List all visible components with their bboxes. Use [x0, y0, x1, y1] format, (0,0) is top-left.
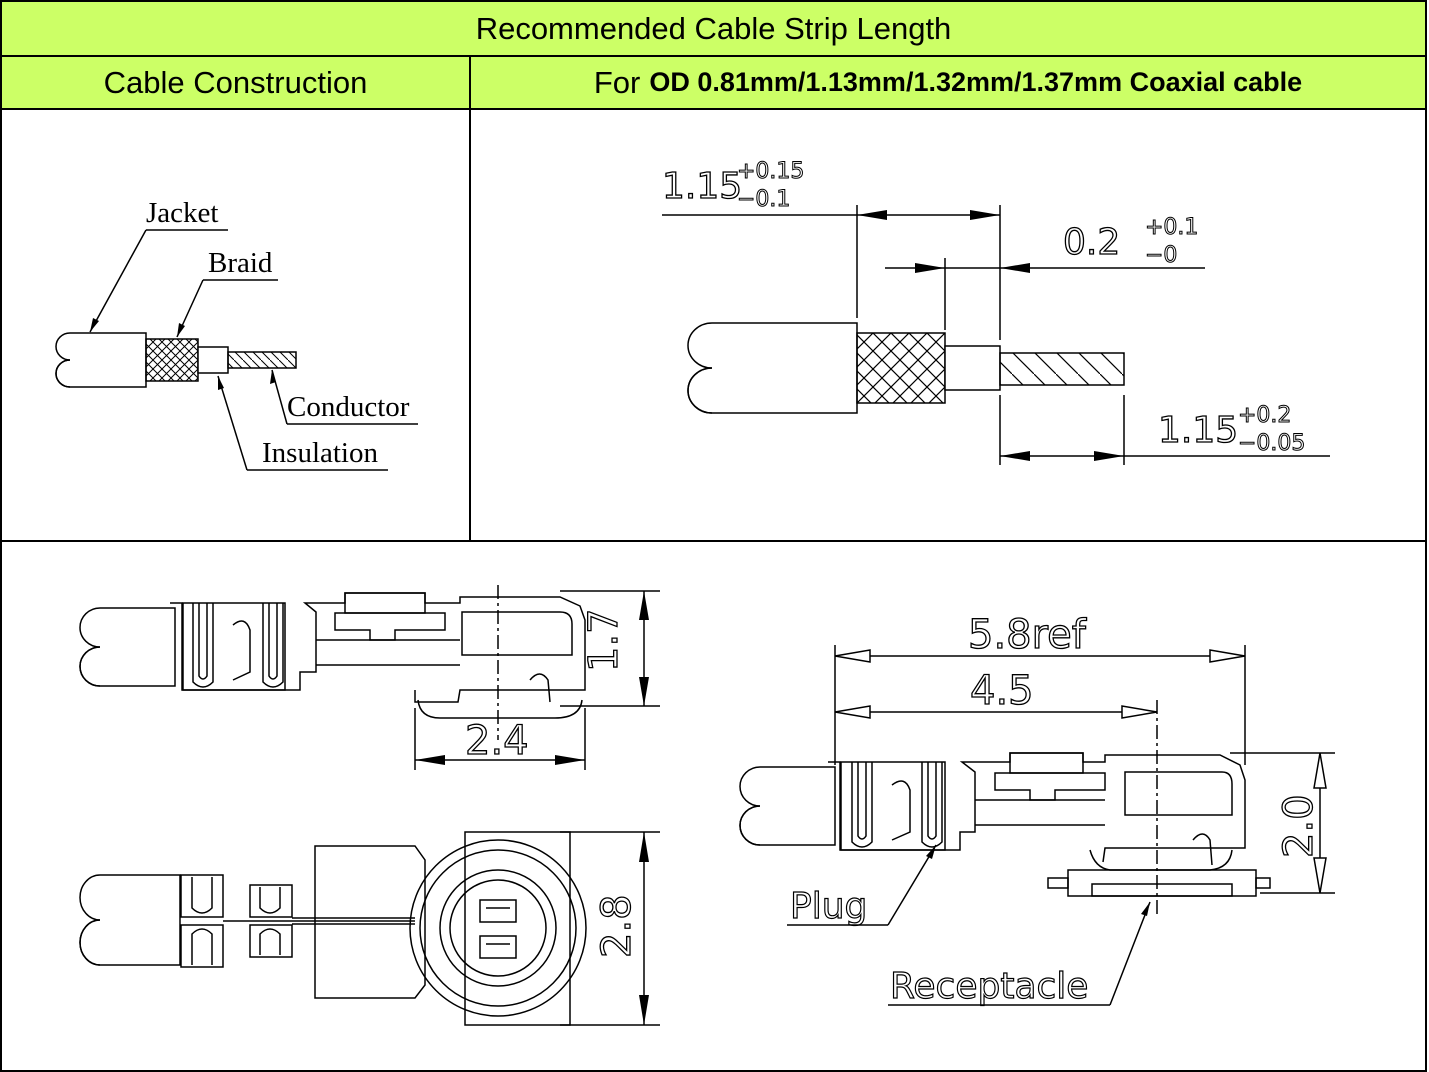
plug-top-view: [79, 831, 660, 1026]
side-width-dim: 2.4: [465, 718, 529, 764]
mated-assembly-view: [739, 645, 1335, 1006]
cable-spec-prefix: For: [593, 64, 641, 100]
conductor-strip-tol-plus: +0.2: [1238, 403, 1291, 428]
braid-strip-length: 0.2: [1063, 222, 1120, 263]
cable-spec-od: OD 0.81mm/1.13mm/1.32mm/1.37mm Coaxial c…: [649, 67, 1303, 97]
mated-arrowheads: [834, 649, 1327, 894]
cable-construction-diagram: [55, 229, 418, 471]
label-receptacle: Receptacle: [890, 966, 1088, 1007]
label-plug: Plug: [790, 886, 867, 927]
label-braid: Braid: [208, 247, 273, 279]
jacket-strip-length: 1.15: [662, 166, 742, 207]
top-width-dim: 2.8: [594, 894, 640, 958]
strip-arrowheads: [857, 210, 1124, 461]
label-jacket: Jacket: [146, 197, 218, 229]
strip-length-diagram: [662, 205, 1330, 465]
col-header-construction: Cable Construction: [2, 57, 469, 108]
braid-strip-tol-minus: −0: [1145, 243, 1177, 268]
table-title: Recommended Cable Strip Length: [2, 2, 1425, 55]
conductor-strip-tol-minus: −0.05: [1238, 431, 1305, 456]
mated-height-dim: 2.0: [1276, 794, 1322, 858]
plug-side-view: [79, 585, 660, 770]
braid-strip-tol-plus: +0.1: [1145, 215, 1198, 240]
jacket-strip-tol-plus: +0.15: [737, 159, 804, 184]
col-header-cable-spec: For OD 0.81mm/1.13mm/1.32mm/1.37mm Coaxia…: [471, 57, 1425, 108]
overall-ref-dim: 5.8ref: [968, 612, 1087, 658]
jacket-strip-tol-minus: −0.1: [737, 187, 790, 212]
label-insulation: Insulation: [262, 437, 378, 469]
label-conductor: Conductor: [287, 391, 410, 423]
center-len-dim: 4.5: [970, 668, 1034, 714]
side-view-arrowheads: [415, 591, 649, 765]
conductor-strip-length: 1.15: [1158, 410, 1238, 451]
side-height-dim: 1.7: [581, 608, 627, 672]
